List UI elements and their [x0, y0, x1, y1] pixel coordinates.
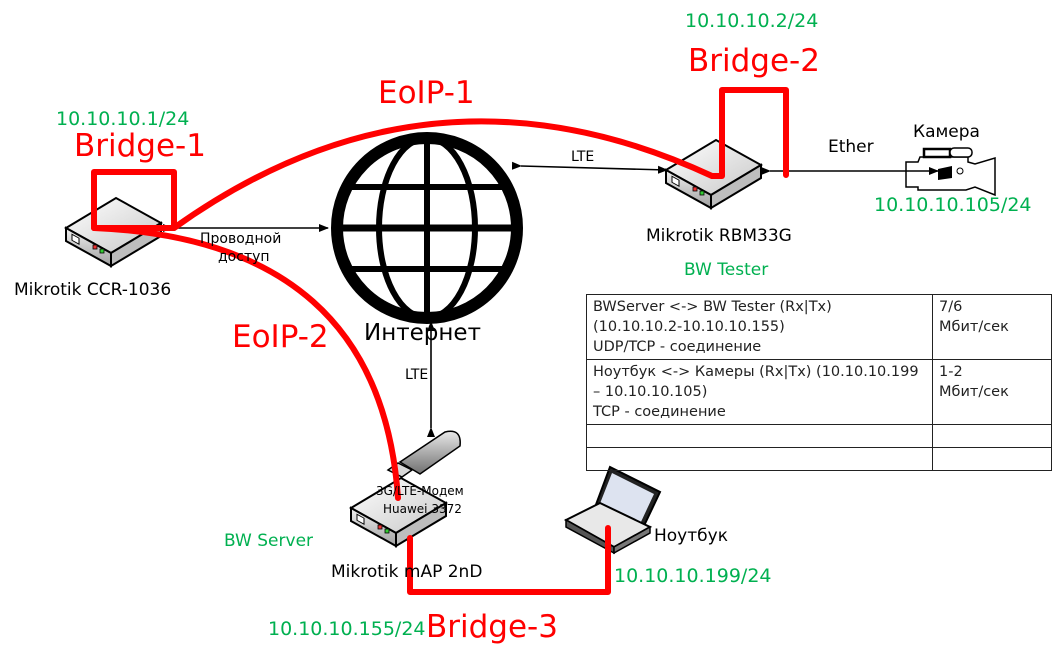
eoip-1-label: EoIP-1	[378, 75, 475, 111]
usb-modem-icon	[386, 430, 461, 478]
rbm-ip-label: 10.10.10.2/24	[685, 10, 819, 32]
bridge-2-label: Bridge-2	[688, 43, 820, 79]
eoip-2-tunnel	[91, 225, 401, 501]
wired-label-line2: доступ	[218, 249, 270, 265]
table-row	[586, 424, 1052, 448]
table-cell-speed: 7/6 Мбит/сек	[932, 294, 1052, 360]
camera-label: Камера	[913, 122, 980, 142]
lte-label-top: LTE	[571, 149, 595, 165]
camera-icon	[905, 147, 996, 197]
wired-label-line1: Проводной	[200, 231, 282, 247]
table-row: Ноутбук <-> Камеры (Rx|Tx) (10.10.10.199…	[586, 359, 1052, 425]
table-cell-desc: Ноутбук <-> Камеры (Rx|Tx) (10.10.10.199…	[586, 359, 933, 425]
table-row: BWServer <-> BW Tester (Rx|Tx) (10.10.10…	[586, 294, 1052, 360]
bridge-3-link	[407, 525, 611, 595]
modem-label-line1: 3G/LTE-Модем	[376, 484, 464, 498]
map-role-label: BW Server	[224, 531, 314, 551]
ccr-ip-label: 10.10.10.1/24	[56, 108, 190, 130]
table-cell-desc: BWServer <-> BW Tester (Rx|Tx) (10.10.10…	[586, 294, 933, 360]
map-ip-label: 10.10.10.155/24	[268, 618, 426, 640]
ether-label: Ether	[828, 137, 874, 157]
ccr-device-name: Mikrotik CCR-1036	[14, 280, 172, 300]
lte-link-top	[511, 161, 668, 174]
rbm-role-label: BW Tester	[684, 260, 769, 280]
bridge-3-label: Bridge-3	[426, 609, 558, 645]
internet-label: Интернет	[364, 320, 481, 346]
bridge-1-label: Bridge-1	[74, 128, 206, 164]
internet-globe-icon	[331, 132, 523, 324]
table-row	[586, 447, 1052, 471]
eoip-2-label: EoIP-2	[232, 319, 329, 355]
laptop-label: Ноутбук	[654, 526, 728, 546]
camera-ip-label: 10.10.10.105/24	[874, 194, 1032, 216]
laptop-ip-label: 10.10.10.199/24	[614, 565, 772, 587]
table-cell-speed: 1-2 Мбит/сек	[932, 359, 1052, 425]
rbm-device-name: Mikrotik RBM33G	[646, 226, 792, 246]
laptop-icon	[563, 465, 662, 555]
map-device-name: Mikrotik mAP 2nD	[331, 562, 483, 582]
modem-label-line2: Huawei 3372	[383, 502, 462, 516]
eoip-1-tunnel	[171, 87, 789, 231]
bandwidth-table: BWServer <-> BW Tester (Rx|Tx) (10.10.10…	[586, 294, 1052, 471]
lte-label-bottom: LTE	[405, 367, 429, 383]
